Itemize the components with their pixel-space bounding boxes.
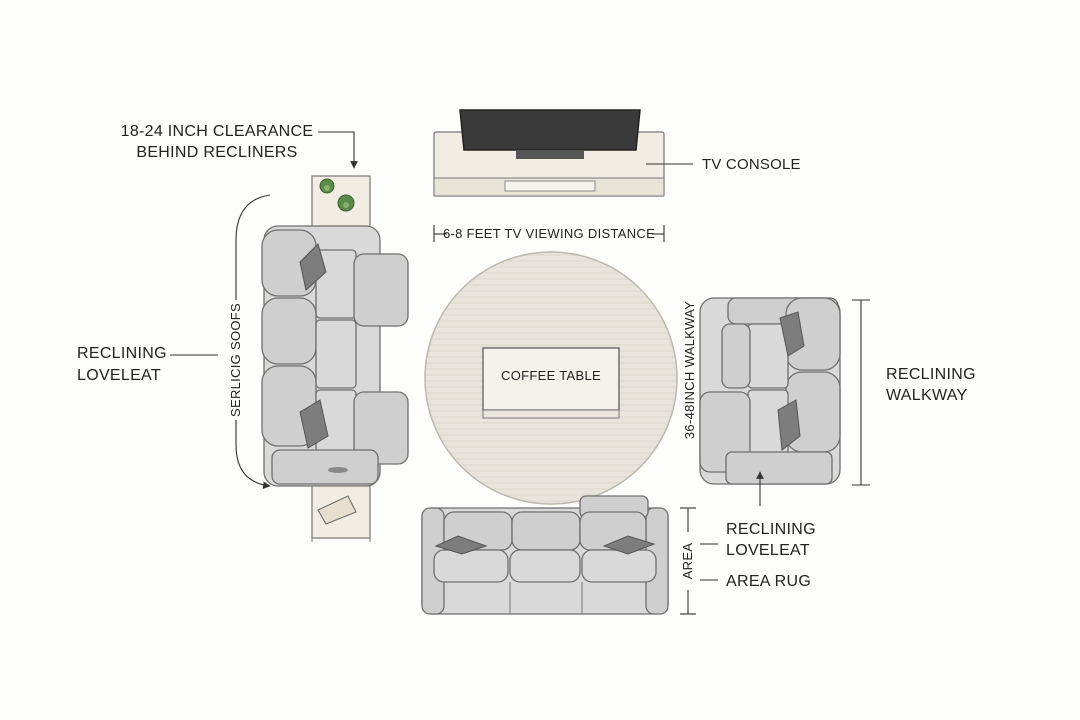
pillow-right-bottom [777,399,801,451]
left-reclining-sofa [261,225,409,487]
area-dimension [680,507,696,615]
right-reclining-sofa [699,297,841,485]
coffee-table-label: COFFEE TABLE [501,368,601,383]
clearance-arrow [318,131,358,169]
tv-screen [459,109,641,159]
viewing-distance-label: 6-8 FEET TV VIEWING DISTANCE [443,226,655,241]
left-loveseat-label-line2: LOVELEAT [77,367,161,384]
clearance-label-line2: BEHIND RECLINERS [136,144,297,161]
pillow-left-top [299,243,327,291]
viewing-distance-dimension [433,225,665,242]
area-vertical-label: AREA [680,543,695,580]
coffee-table [482,347,620,419]
vertical-sofa-label: SERLICIG SOOFS [228,303,243,417]
pillow-bottom-left [434,535,488,555]
right-walkway-label-line1: RECLINING [886,366,976,383]
side-table-bottom-left [311,485,371,542]
left-loveseat-label-line1: RECLINING [77,345,167,362]
pillow-right-top [779,311,805,357]
bottom-loveseat-label-line2: LOVELEAT [726,542,810,559]
pillow-bottom-right [602,535,656,555]
bottom-loveseat-label-line1: RECLINING [726,521,816,538]
area-rug-label: AREA RUG [726,573,811,590]
right-walkway-label-line2: WALKWAY [886,387,968,404]
walkway-vertical-label: 36-48INCH WALKWAY [682,301,697,439]
pillow-left-bottom [299,399,329,449]
side-table-top [311,175,371,232]
tv-console-label: TV CONSOLE [702,156,801,173]
left-curve-bottom [235,420,271,490]
clearance-label-line1: 18-24 INCH CLEARANCE [121,123,314,140]
right-walkway-dimension [852,299,870,486]
left-curve-top [235,194,271,300]
bottom-reclining-sofa [421,495,669,615]
